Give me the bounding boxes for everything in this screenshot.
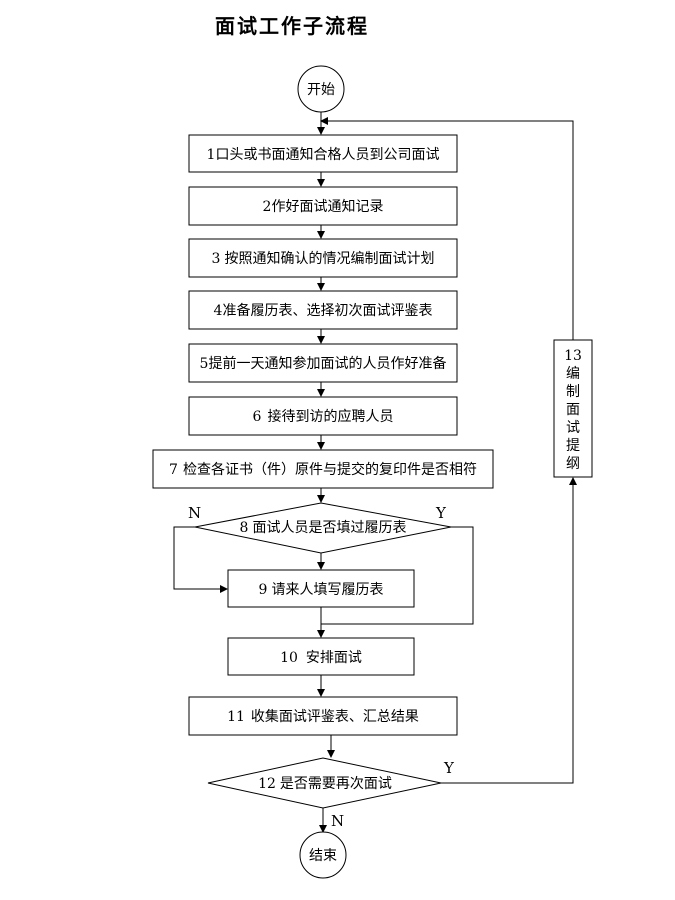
connector-loop-back [320,117,574,340]
step-4-box: 4准备履历表、选择初次面试评鉴表 [188,290,458,330]
step-13-char: 面 [566,402,580,418]
step-number: 5 [200,356,209,372]
step-10-box: 10 安排面试 [227,637,415,676]
step-13-char: 试 [566,420,580,436]
connector-yes-loop [441,477,577,784]
decision-12-yes-label: Y [443,759,455,777]
step-number: 13 [564,348,582,364]
step-13-char: 编 [566,366,580,382]
start-node: 开始 [297,65,345,113]
step-label: 收集面试评鉴表、汇总结果 [251,708,419,725]
svg-text:1口头或书面通知合格人员到公司面试: 1口头或书面通知合格人员到公司面试 [207,146,440,163]
step-label: 面试人员是否填过履历表 [252,520,406,536]
step-number: 6 [253,409,262,425]
step-number: 4 [214,303,223,319]
step-label: 按照通知确认的情况编制面试计划 [224,250,434,267]
step-label: 检查各证书（件）原件与提交的复印件是否相符 [183,461,477,478]
step-5-box: 5提前一天通知参加面试的人员作好准备 [188,343,458,383]
step-label: 作好面试通知记录 [271,198,383,215]
step-label: 请来人填写履历表 [271,582,383,598]
step-13-char: 制 [566,384,580,400]
step-6-box: 6 接待到访的应聘人员 [188,396,458,436]
step-label: 接待到访的应聘人员 [267,408,393,425]
start-label: 开始 [307,82,335,98]
step-2-box: 2作好面试通知记录 [188,186,458,226]
step-1-box: 1口头或书面通知合格人员到公司面试 [188,134,458,173]
step-7-box: 7 检查各证书（件）原件与提交的复印件是否相符 [152,449,494,489]
connector-no-branch [173,526,228,593]
step-number: 9 [259,582,268,598]
step-number: 7 [169,462,178,478]
end-label: 结束 [309,848,337,864]
decision-8-yes-label: Y [435,504,447,522]
step-label: 安排面试 [306,650,362,666]
decision-8-no-label: N [188,504,201,522]
end-node: 结束 [299,831,347,879]
step-label: 准备履历表、选择初次面试评鉴表 [222,302,432,319]
step-label: 口头或书面通知合格人员到公司面试 [215,146,439,163]
step-number: 2 [263,199,272,215]
step-11-box: 11 收集面试评鉴表、汇总结果 [188,696,458,736]
step-number: 12 [258,776,276,792]
step-number: 10 [280,650,298,666]
step-number: 8 [240,520,249,536]
step-number: 3 [212,251,221,267]
svg-text:4准备履历表、选择初次面试评鉴表: 4准备履历表、选择初次面试评鉴表 [214,302,433,319]
decision-12-no-label: N [331,812,344,830]
step-number: 1 [207,147,216,163]
step-13-char: 纲 [566,456,580,472]
diagram-title: 面试工作子流程 [215,14,369,38]
step-13-char: 提 [566,438,580,454]
connector-yes-branch [321,526,474,625]
svg-text:2作好面试通知记录: 2作好面试通知记录 [263,198,384,215]
svg-text:5提前一天通知参加面试的人员作好准备: 5提前一天通知参加面试的人员作好准备 [200,355,447,372]
step-label: 提前一天通知参加面试的人员作好准备 [208,355,446,372]
step-number: 11 [227,709,245,725]
step-label: 是否需要再次面试 [280,776,392,792]
